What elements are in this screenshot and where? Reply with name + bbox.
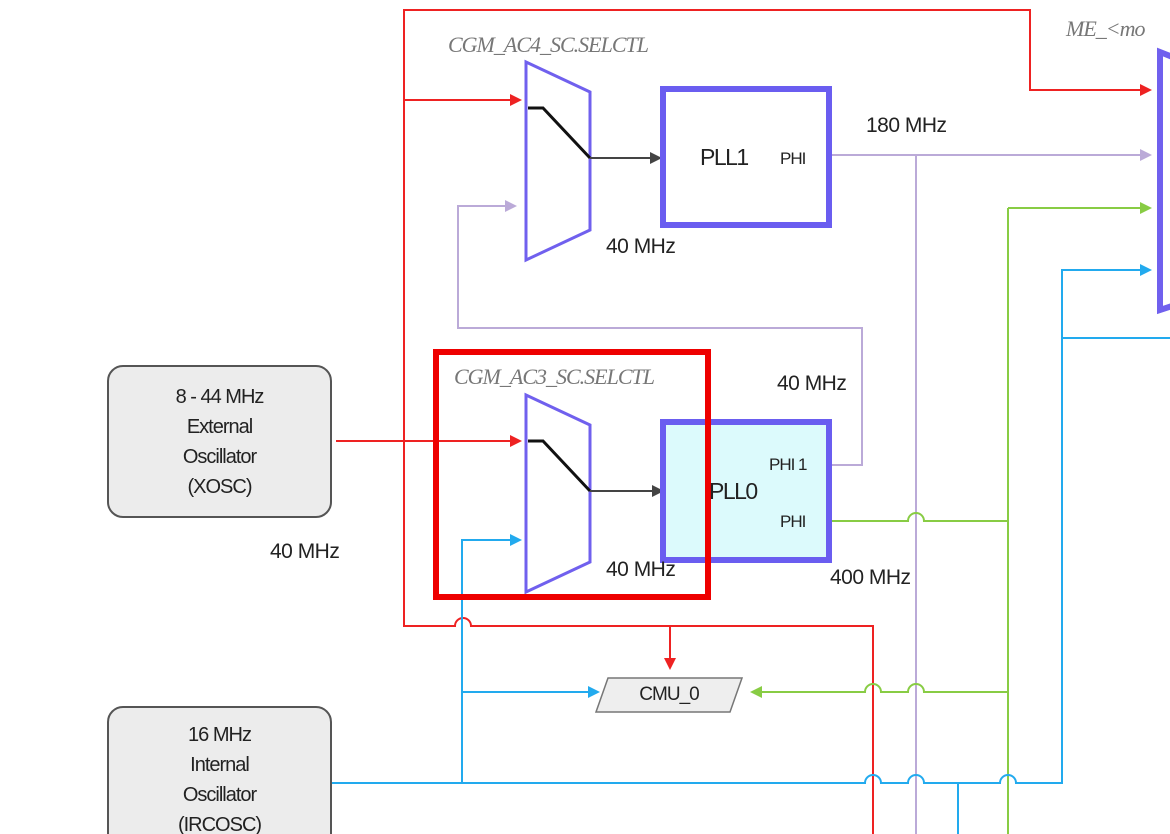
pll1-block [660, 86, 832, 228]
internal-oscillator-block: 16 MHz Internal Oscillator (IRCOSC) [107, 706, 332, 834]
irc-line-2: Internal [190, 754, 250, 776]
xosc-output-frequency: 40 MHz [270, 540, 340, 563]
xosc-signal-wires [336, 9, 1152, 834]
mux-ac3 [524, 392, 664, 595]
cmu0-shape [594, 677, 744, 713]
pll1-output-frequency: 180 MHz [866, 114, 947, 137]
ac4-register-label: CGM_AC4_SC.SELCTL [448, 32, 649, 57]
pll0-phi-port: PHI [780, 512, 806, 531]
xosc-line-1: 8 - 44 MHz [175, 385, 265, 408]
ac3-highlight-box [433, 349, 711, 600]
pll0-name: PLL0 [709, 478, 758, 504]
pll1-phi-port: PHI [780, 149, 806, 168]
me-mode-register-label: ME_<mo [1066, 16, 1145, 41]
me-mode-mux [1157, 47, 1170, 315]
pll0-phi1-frequency: 40 MHz [777, 372, 847, 395]
pll0-phi-wires [750, 202, 1152, 834]
cmu0-label: CMU_0 [639, 684, 699, 705]
xosc-line-2: External [186, 415, 253, 438]
xosc-line-4: (XOSC) [187, 475, 253, 498]
irc-line-4: (IRCOSC) [177, 814, 262, 834]
external-oscillator-block: 8 - 44 MHz External Oscillator (XOSC) [107, 365, 332, 518]
pll1-name: PLL1 [700, 144, 749, 170]
irc-line-3: Oscillator [182, 784, 257, 806]
irc-line-1: 16 MHz [188, 724, 252, 746]
pll-feedback-wires [457, 149, 1152, 834]
pll0-phi-frequency: 400 MHz [830, 566, 911, 589]
xosc-line-3: Oscillator [182, 445, 257, 468]
mux-ac4-output-frequency: 40 MHz [606, 235, 676, 258]
pll0-block [660, 419, 832, 563]
ac3-register-label: CGM_AC3_SC.SELCTL [454, 364, 655, 389]
mux-ac4 [524, 59, 662, 263]
irc-signal-wires [332, 264, 1170, 834]
pll0-phi1-port: PHI 1 [769, 455, 808, 474]
mux-ac3-output-frequency: 40 MHz [606, 558, 676, 581]
